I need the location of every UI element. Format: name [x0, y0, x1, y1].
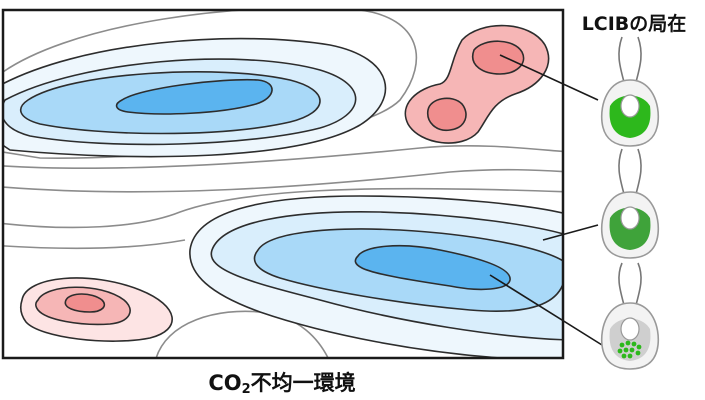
- lcib-dots: [617, 340, 642, 359]
- caption-subscript: 2: [242, 382, 251, 397]
- caption-prefix: CO: [208, 371, 241, 395]
- low-co2-region-lower: [189, 195, 563, 358]
- cell-high-co2: [600, 36, 660, 147]
- low-co2-region-upper: [3, 37, 387, 158]
- pointer-line-low-co2: [489, 274, 603, 346]
- cell-low-co2: [600, 262, 660, 370]
- high-co2-region-upper: [404, 24, 550, 144]
- pointer-line-intermediate: [542, 224, 599, 241]
- caption-suffix: 不均一環境: [251, 371, 356, 395]
- pointer-lines: [489, 54, 603, 346]
- lcib-localization-title: LCIBの局在: [582, 12, 687, 35]
- cell-intermediate: [600, 148, 660, 259]
- high-co2-region-lower: [20, 277, 173, 342]
- co2-contour-map: [3, 10, 563, 358]
- map-border: [1, 8, 565, 360]
- pointer-line-high-co2: [499, 54, 599, 101]
- co2-heterogeneous-environment-caption: CO2不均一環境: [208, 371, 355, 397]
